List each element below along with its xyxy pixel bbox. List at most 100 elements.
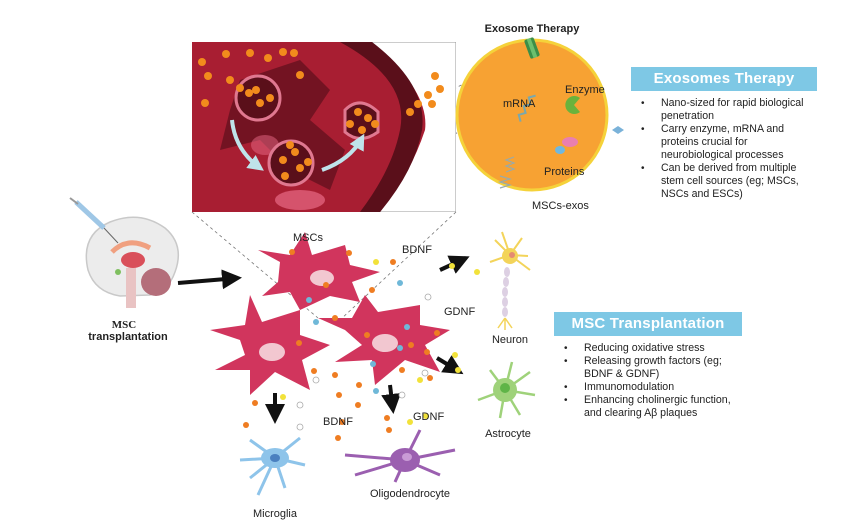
msc-transplantation-label-1: MSC bbox=[112, 319, 137, 331]
exosome-particle bbox=[291, 148, 299, 156]
growth-factor-particle bbox=[296, 340, 302, 346]
growth-factor-particle bbox=[335, 435, 341, 441]
growth-factor-particle bbox=[390, 259, 396, 265]
growth-factor-particle bbox=[252, 400, 258, 406]
exosome-particle bbox=[264, 54, 272, 62]
exosome-particle bbox=[279, 48, 287, 56]
exosome-therapy-title: Exosome Therapy bbox=[485, 23, 581, 35]
exosome-particle bbox=[304, 158, 312, 166]
exosome-secretion-inset bbox=[192, 42, 456, 212]
growth-factor-particle bbox=[423, 413, 429, 419]
exosome-particle bbox=[371, 120, 379, 128]
surface-protein-icon bbox=[612, 126, 624, 134]
growth-factor-particle bbox=[355, 402, 361, 408]
growth-factor-particle bbox=[407, 419, 413, 425]
exosome-particle bbox=[245, 89, 253, 97]
bullet-item: Releasing growth factors (eg; BDNF & GDN… bbox=[564, 355, 742, 381]
mrna-icon bbox=[517, 94, 536, 122]
growth-factor-particle bbox=[449, 263, 455, 269]
growth-factor-particle bbox=[280, 394, 286, 400]
exosome-particle bbox=[354, 108, 362, 116]
growth-factor-particle bbox=[404, 324, 410, 330]
exosomes-therapy-bullets: Nano-sized for rapid biological penetrat… bbox=[631, 97, 817, 201]
bullet-item: Enhancing cholinergic function, and clea… bbox=[564, 394, 742, 420]
msc-cell bbox=[258, 232, 380, 310]
exosomes-therapy-heading: Exosomes Therapy bbox=[631, 67, 817, 91]
growth-factor-particle bbox=[323, 282, 329, 288]
exosomes-therapy-callout: Exosomes Therapy Nano-sized for rapid bi… bbox=[631, 67, 817, 201]
exosome-particle bbox=[222, 50, 230, 58]
growth-factor-particle bbox=[384, 415, 390, 421]
exosome-particle bbox=[296, 71, 304, 79]
growth-factor-particle bbox=[346, 250, 352, 256]
microglia-label: Microglia bbox=[253, 508, 298, 520]
growth-factor-particle bbox=[424, 349, 430, 355]
oligodendrocyte-label: Oligodendrocyte bbox=[370, 488, 450, 500]
growth-factor-particle bbox=[455, 367, 461, 373]
exosome-particle bbox=[279, 156, 287, 164]
growth-factor-particle bbox=[397, 280, 403, 286]
exosome-particle bbox=[346, 120, 354, 128]
msc-transplantation-callout: MSC Transplantation Reducing oxidative s… bbox=[554, 312, 742, 420]
exosome-particle bbox=[364, 114, 372, 122]
bdnf-label-top: BDNF bbox=[402, 244, 432, 256]
msc-cell bbox=[318, 295, 450, 385]
arrow-brain-to-mscs bbox=[177, 269, 242, 290]
msc-transplantation-heading: MSC Transplantation bbox=[554, 312, 742, 336]
exosome-particle bbox=[226, 76, 234, 84]
msc-cell bbox=[210, 295, 330, 395]
gdnf-label-right: GDNF bbox=[444, 306, 475, 318]
growth-factor-particle bbox=[311, 368, 317, 374]
growth-factor-particle bbox=[332, 372, 338, 378]
growth-factor-particle bbox=[296, 401, 304, 409]
exosome-particle bbox=[204, 72, 212, 80]
exosome-particle bbox=[286, 141, 294, 149]
exosome-diagram: Exosome Therapy mRNA Enzyme Proteins MSC… bbox=[455, 23, 624, 212]
enzyme-icon bbox=[565, 96, 580, 115]
growth-factor-particle bbox=[452, 352, 458, 358]
oligodendrocyte-illustration: Oligodendrocyte bbox=[344, 429, 456, 500]
growth-factor-particle bbox=[243, 422, 249, 428]
growth-factor-particle bbox=[408, 342, 414, 348]
growth-factor-particle bbox=[434, 330, 440, 336]
flow-arrows bbox=[177, 255, 470, 424]
exosome-particle bbox=[201, 99, 209, 107]
growth-factor-particle bbox=[364, 332, 370, 338]
brain-illustration: MSC transplantation bbox=[69, 197, 180, 343]
growth-factor-particle bbox=[373, 388, 379, 394]
growth-factor-particles bbox=[243, 249, 480, 441]
exosome-particle bbox=[266, 94, 274, 102]
bullet-item: Immunomodulation bbox=[564, 381, 742, 394]
astrocyte-illustration: Astrocyte bbox=[477, 361, 536, 440]
growth-factor-particle bbox=[398, 391, 406, 399]
growth-factor-particle bbox=[424, 293, 432, 301]
bullet-item: Can be derived from multiple stem cell s… bbox=[641, 162, 817, 201]
mrna-label: mRNA bbox=[503, 98, 536, 110]
exosome-particle bbox=[296, 164, 304, 172]
gdnf-label-bottom: GDNF bbox=[413, 411, 444, 423]
growth-factor-particle bbox=[399, 367, 405, 373]
growth-factor-particle bbox=[386, 427, 392, 433]
mscs-label: MSCs bbox=[293, 232, 323, 244]
bullet-item: Reducing oxidative stress bbox=[564, 342, 742, 355]
msc-transplantation-bullets: Reducing oxidative stress Releasing grow… bbox=[554, 342, 742, 420]
bdnf-label-bottom: BDNF bbox=[323, 416, 353, 428]
released-exosome-particles bbox=[406, 72, 444, 116]
growth-factor-particle bbox=[289, 249, 295, 255]
growth-factor-particle bbox=[397, 345, 403, 351]
exosome-particle bbox=[236, 84, 244, 92]
growth-factor-particle bbox=[421, 369, 429, 377]
growth-factor-particle bbox=[339, 419, 345, 425]
growth-factor-particle bbox=[369, 287, 375, 293]
growth-factor-particle bbox=[332, 315, 338, 321]
growth-factor-particle bbox=[474, 269, 480, 275]
growth-factor-particle bbox=[356, 382, 362, 388]
growth-factor-particle bbox=[296, 423, 304, 431]
receptor-icon bbox=[497, 156, 516, 189]
astrocyte-label: Astrocyte bbox=[485, 428, 531, 440]
arrow-to-oligodendrocyte bbox=[381, 384, 402, 414]
microglia-illustration: Microglia bbox=[239, 436, 306, 520]
exosome-particle bbox=[290, 49, 298, 57]
proteins-label: Proteins bbox=[544, 166, 585, 178]
membrane-channel-icon bbox=[524, 37, 540, 59]
